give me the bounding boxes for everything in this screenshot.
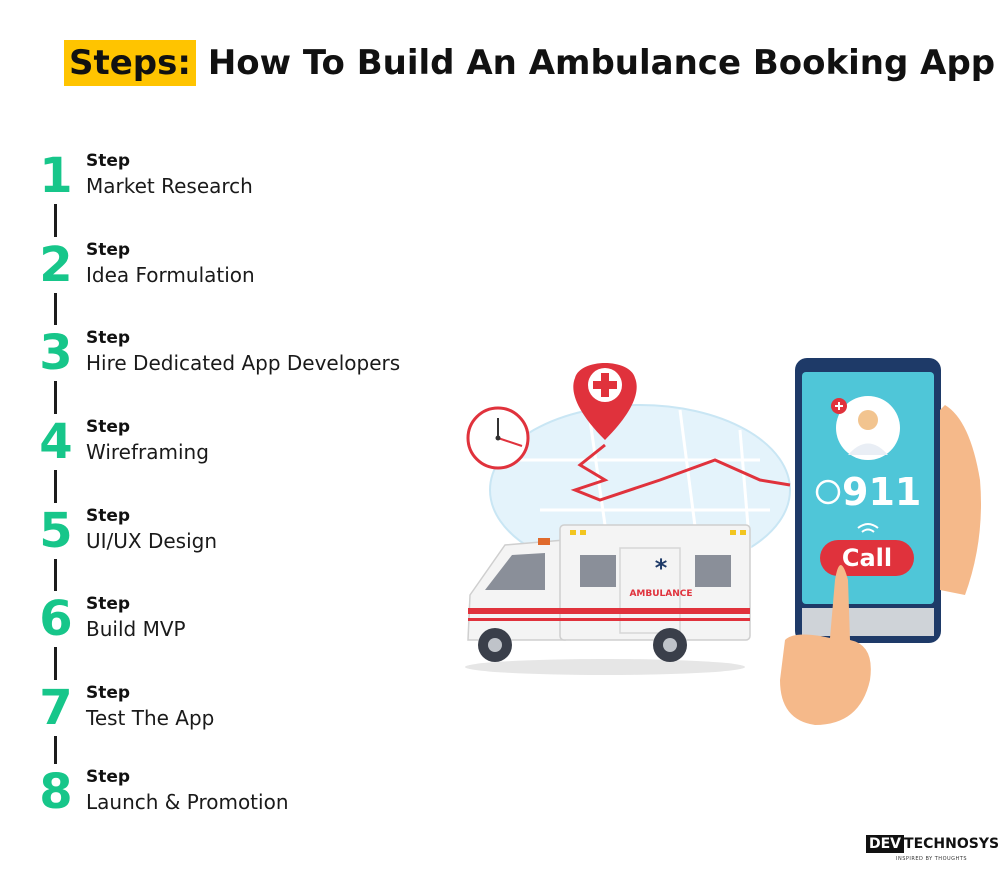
step-item: 7 Step Test The App <box>0 680 420 752</box>
clock-icon <box>466 406 530 470</box>
step-number: 2 <box>36 237 76 293</box>
step-item: 3 Step Hire Dedicated App Developers <box>0 325 420 397</box>
signal-icon <box>857 523 879 533</box>
step-name: UI/UX Design <box>86 529 218 553</box>
step-number: 3 <box>36 325 76 381</box>
step-name: Hire Dedicated App Developers <box>86 351 401 375</box>
step-item: 4 Step Wireframing <box>0 414 420 486</box>
step-item: 2 Step Idea Formulation <box>0 237 420 309</box>
step-item: 1 Step Market Research <box>0 148 420 220</box>
step-number: 7 <box>36 680 76 736</box>
svg-text:*: * <box>655 554 668 582</box>
step-item: 5 Step UI/UX Design <box>0 503 420 575</box>
call-button-label: Call <box>842 544 892 572</box>
step-label: Step <box>86 328 131 348</box>
timeline-line <box>54 190 57 790</box>
ambulance-icon: * AMBULANCE <box>465 524 751 675</box>
ambulance-booking-illustration: * AMBULANCE 911 Call <box>465 358 981 725</box>
location-pin-icon <box>573 363 637 440</box>
step-name: Wireframing <box>86 440 209 464</box>
step-label: Step <box>86 417 131 437</box>
logo-tagline: INSPIRED BY THOUGHTS <box>896 856 968 862</box>
title-text: How To Build An Ambulance Booking App <box>195 43 996 83</box>
emergency-number: 911 <box>842 470 921 514</box>
title-highlight: Steps: <box>64 40 196 86</box>
ambulance-text: AMBULANCE <box>629 589 692 599</box>
step-number: 5 <box>36 503 76 559</box>
step-label: Step <box>86 151 131 171</box>
call-button[interactable] <box>820 540 914 576</box>
step-number: 1 <box>36 148 76 204</box>
step-item: 6 Step Build MVP <box>0 591 420 663</box>
logo-dev: DEV <box>866 835 905 853</box>
step-number: 4 <box>36 414 76 470</box>
step-name: Market Research <box>86 174 253 198</box>
step-label: Step <box>86 594 131 614</box>
logo-rest: TECHNOSYS <box>904 836 1000 852</box>
phone-icon: 911 Call <box>795 358 941 643</box>
route-line <box>570 443 791 502</box>
step-number: 8 <box>36 764 76 820</box>
page-title: Steps: How To Build An Ambulance Booking… <box>64 40 995 88</box>
step-label: Step <box>86 683 131 703</box>
holding-hand-icon <box>940 405 981 595</box>
phone-call-icon <box>815 479 841 505</box>
step-label: Step <box>86 240 131 260</box>
step-item: 8 Step Launch & Promotion <box>0 764 420 836</box>
step-name: Build MVP <box>86 617 186 641</box>
step-label: Step <box>86 506 131 526</box>
step-name: Idea Formulation <box>86 263 255 287</box>
step-name: Launch & Promotion <box>86 790 289 814</box>
pointing-hand-icon <box>780 565 871 725</box>
step-number: 6 <box>36 591 76 647</box>
step-label: Step <box>86 767 131 787</box>
step-name: Test The App <box>86 706 215 730</box>
